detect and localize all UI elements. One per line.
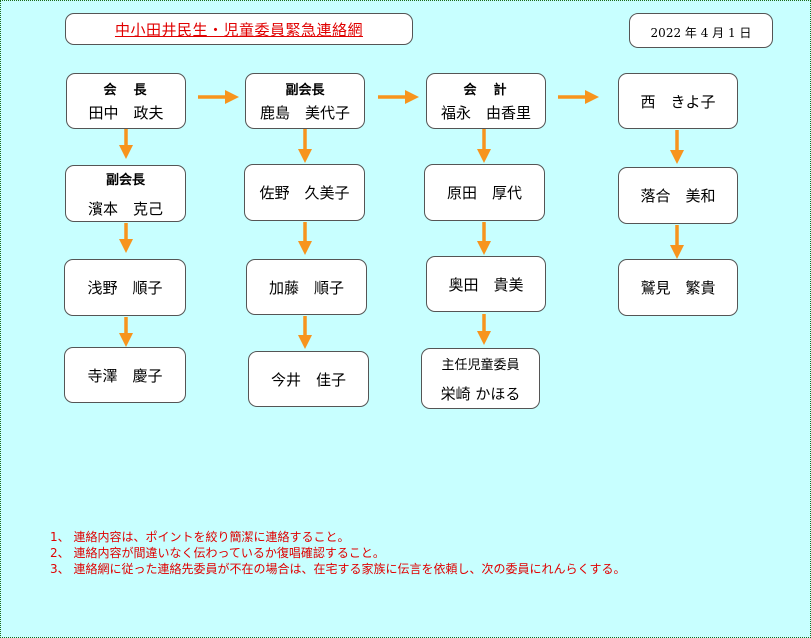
node-member: 鷲見 繁貴 bbox=[618, 259, 738, 316]
node-role: 主任児童委員 bbox=[441, 357, 520, 373]
node-chairman: 会 長 田中 政夫 bbox=[66, 73, 186, 129]
node-member: 西 きよ子 bbox=[618, 73, 738, 129]
node-member: 今井 佳子 bbox=[248, 351, 369, 407]
node-name: 栄崎 かほる bbox=[440, 384, 521, 403]
node-name: 原田 厚代 bbox=[446, 184, 522, 202]
title-box: 中小田井民生・児童委員緊急連絡網 bbox=[65, 13, 413, 45]
note-item: 2、 連絡内容が間違いなく伝わっているか復唱確認すること。 bbox=[50, 546, 385, 560]
node-vice-chairman-1: 副会長 濱本 克己 bbox=[65, 165, 186, 222]
node-name: 寺澤 慶子 bbox=[87, 366, 163, 385]
note-item: 1、 連絡内容は、ポイントを絞り簡潔に連絡すること。 bbox=[50, 530, 350, 544]
node-name: 西 きよ子 bbox=[640, 92, 716, 111]
node-member: 加藤 順子 bbox=[246, 259, 367, 315]
date-box: 2022 年 4 月 1 日 bbox=[629, 13, 773, 48]
node-name: 奥田 貴美 bbox=[448, 275, 524, 294]
node-name: 落合 美和 bbox=[640, 187, 716, 205]
node-name: 福永 由香里 bbox=[440, 104, 531, 122]
node-name: 今井 佳子 bbox=[270, 370, 346, 389]
node-member: 原田 厚代 bbox=[424, 164, 545, 221]
node-role: 会 長 bbox=[103, 83, 149, 98]
node-member: 奥田 貴美 bbox=[426, 256, 546, 312]
node-name: 濱本 克己 bbox=[87, 199, 163, 218]
node-role: 会 計 bbox=[463, 83, 509, 98]
page-title: 中小田井民生・児童委員緊急連絡網 bbox=[114, 20, 363, 39]
date-label: 2022 年 4 月 1 日 bbox=[650, 26, 752, 40]
node-name: 加藤 順子 bbox=[268, 278, 344, 297]
node-member: 浅野 順子 bbox=[64, 259, 186, 316]
node-name: 鹿島 美代子 bbox=[259, 104, 350, 122]
node-treasurer: 会 計 福永 由香里 bbox=[426, 73, 546, 129]
node-name: 田中 政夫 bbox=[88, 104, 164, 122]
node-member: 寺澤 慶子 bbox=[64, 347, 186, 403]
node-name: 鷲見 繁貴 bbox=[640, 279, 716, 297]
note-item: 3、 連絡網に従った連絡先委員が不在の場合は、在宅する家族に伝言を依頼し、次の委… bbox=[50, 562, 626, 576]
node-role: 副会長 bbox=[285, 83, 325, 98]
notes: 1、 連絡内容は、ポイントを絞り簡潔に連絡すること。 2、 連絡内容が間違いなく… bbox=[50, 529, 625, 577]
node-member: 佐野 久美子 bbox=[244, 164, 365, 221]
node-vice-chairman-2: 副会長 鹿島 美代子 bbox=[245, 73, 365, 129]
node-chief-child-commissioner: 主任児童委員 栄崎 かほる bbox=[421, 348, 540, 409]
node-name: 佐野 久美子 bbox=[259, 184, 350, 202]
node-role: 副会長 bbox=[105, 172, 145, 188]
node-name: 浅野 順子 bbox=[87, 279, 163, 297]
node-member: 落合 美和 bbox=[618, 167, 738, 224]
